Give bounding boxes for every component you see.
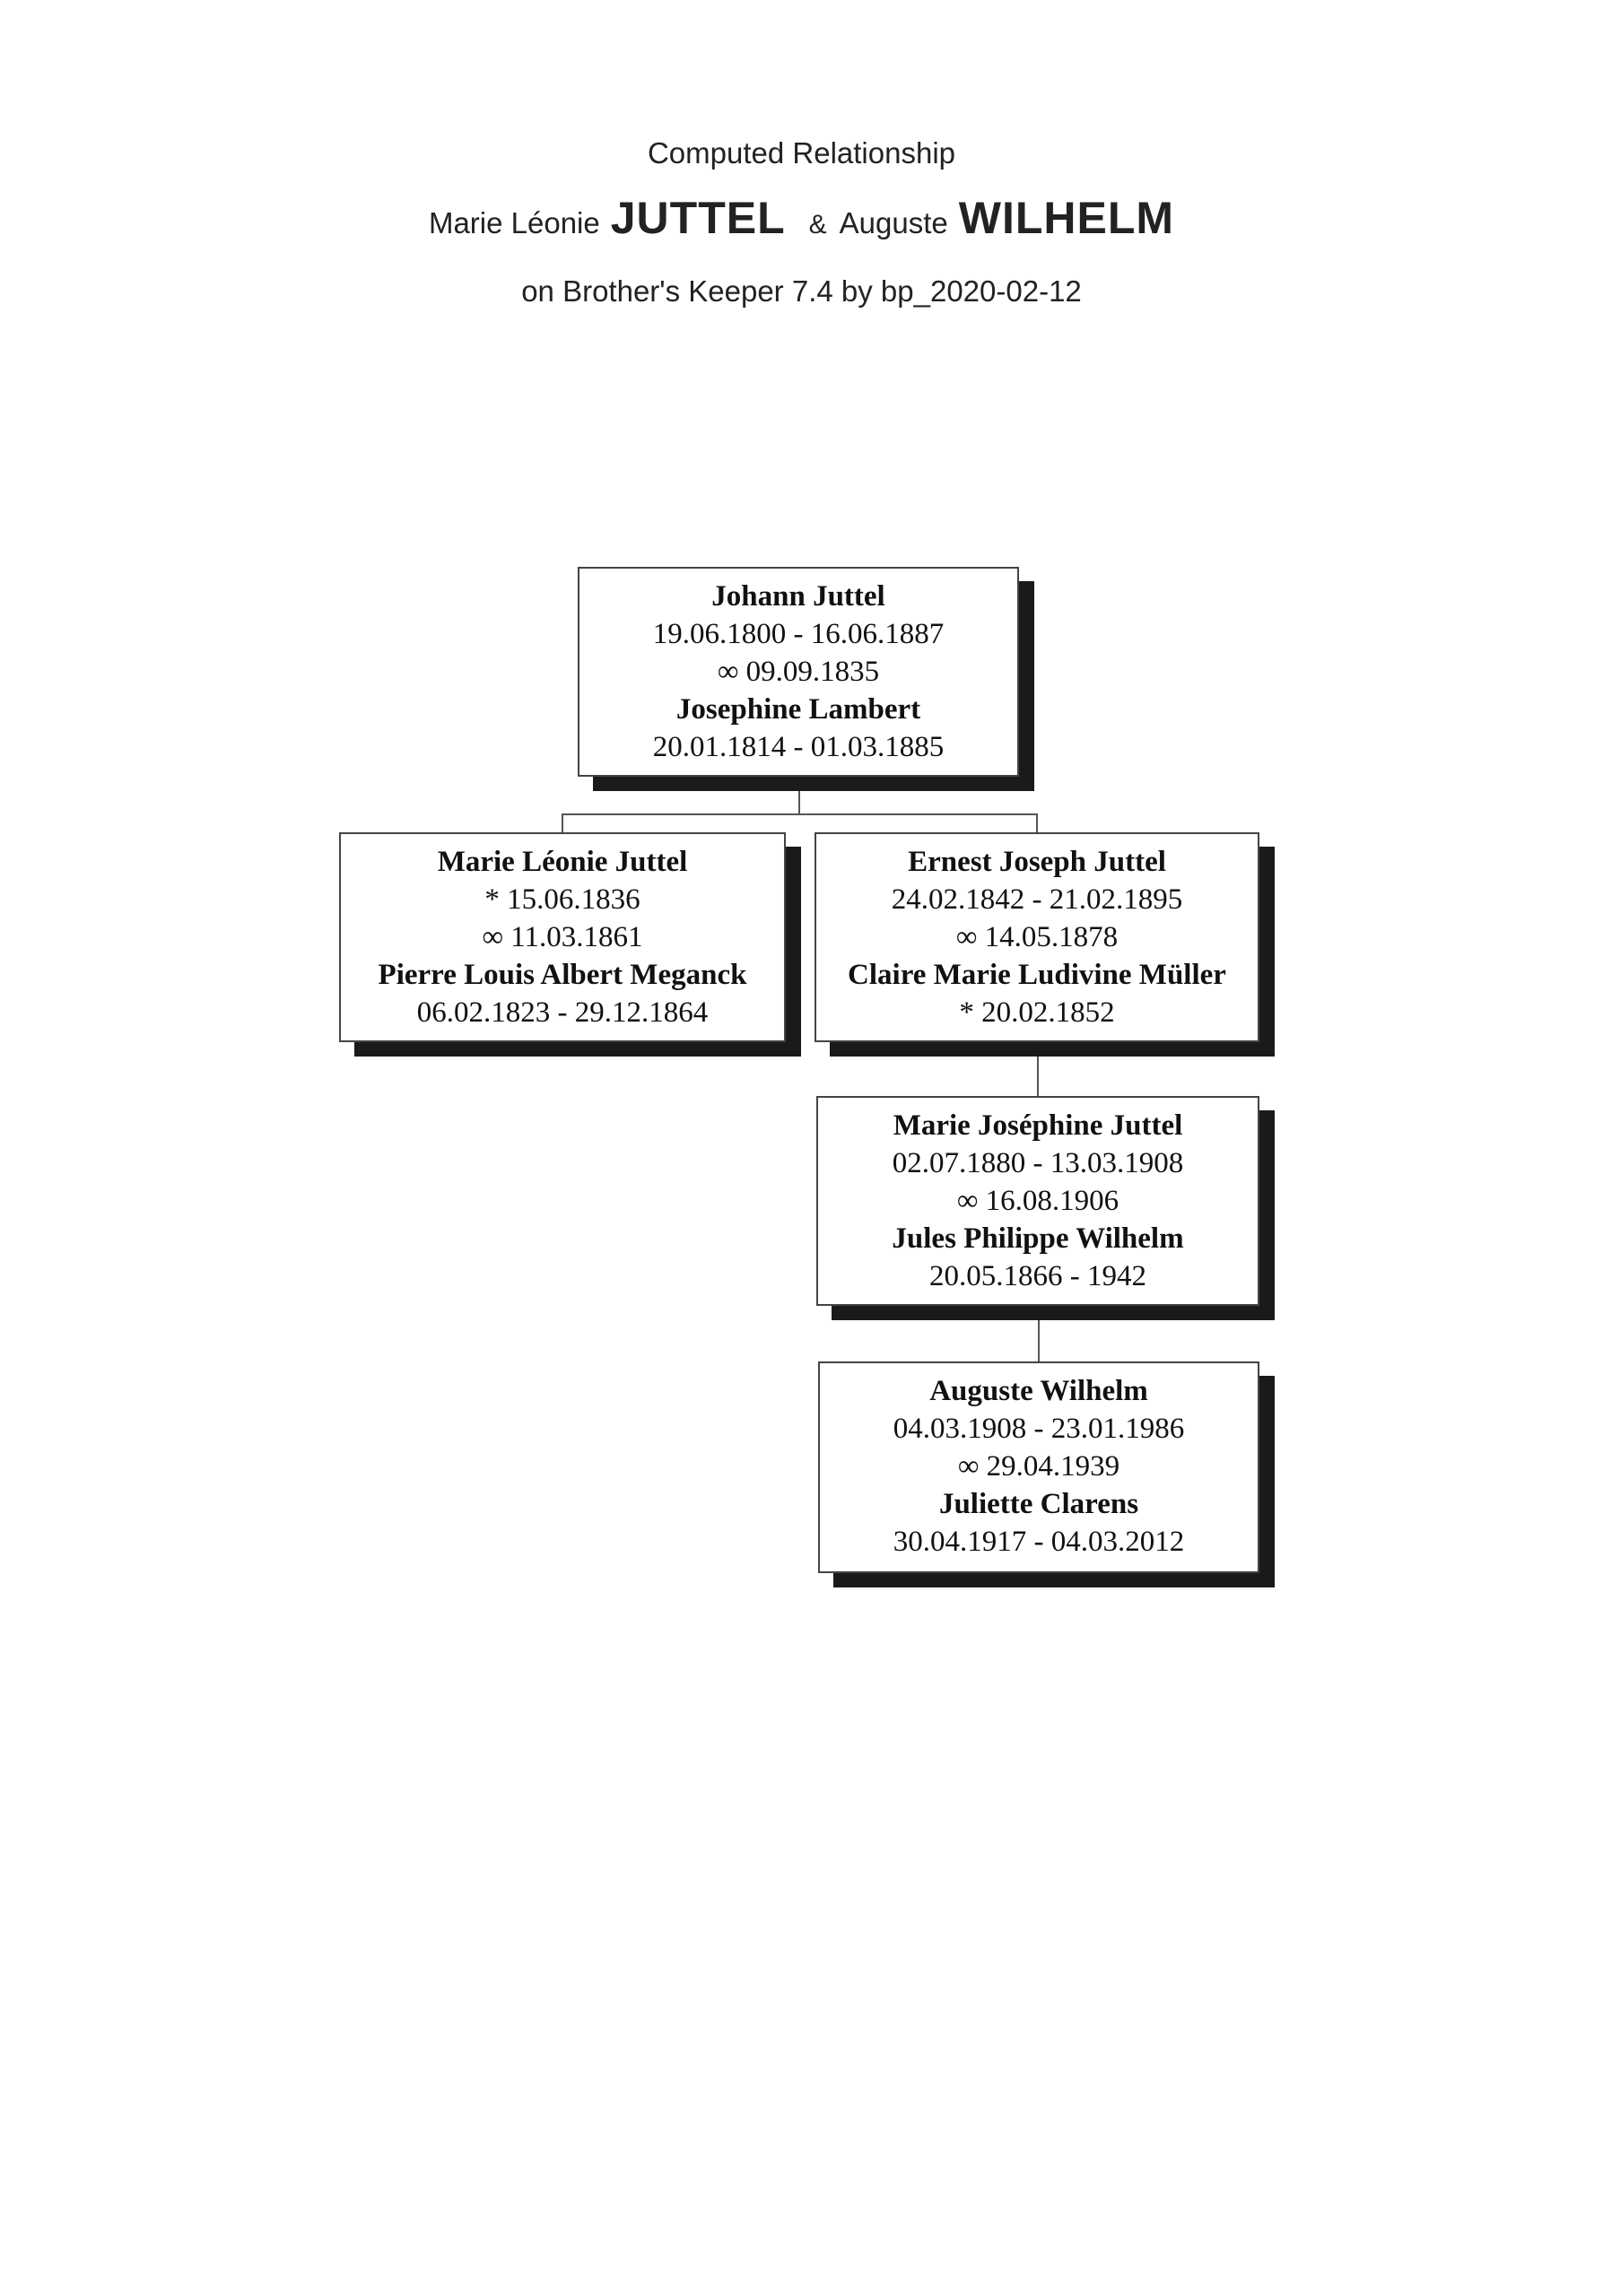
- person1-surname: JUTTEL: [610, 193, 786, 243]
- person-box-johann-juttel: Johann Juttel 19.06.1800 - 16.06.1887 ∞ …: [578, 567, 1019, 777]
- spouse-dates: 30.04.1917 - 04.03.2012: [893, 1526, 1185, 1558]
- spouse-dates: 06.02.1823 - 29.12.1864: [416, 996, 709, 1029]
- person2-given-name: Auguste: [839, 206, 948, 239]
- spouse-name: Pierre Louis Albert Meganck: [378, 959, 747, 991]
- spouse-name: Juliette Clarens: [938, 1488, 1139, 1520]
- ampersand: &: [808, 210, 827, 239]
- spouse-dates: 20.05.1866 - 1942: [929, 1260, 1146, 1292]
- person-box-ernest-joseph-juttel: Ernest Joseph Juttel 24.02.1842 - 21.02.…: [815, 832, 1259, 1042]
- person-name: Ernest Joseph Juttel: [908, 846, 1166, 878]
- person-dates: 19.06.1800 - 16.06.1887: [652, 618, 945, 650]
- person-name: Johann Juttel: [711, 580, 885, 613]
- person-name: Auguste Wilhelm: [929, 1375, 1148, 1407]
- page-title: Computed Relationship: [647, 136, 956, 170]
- person-dates: 04.03.1908 - 23.01.1986: [893, 1413, 1185, 1445]
- connector-sibling-bar: [562, 813, 1037, 815]
- marriage-date: ∞ 16.08.1906: [956, 1185, 1119, 1217]
- source-line: on Brother's Keeper 7.4 by bp_2020-02-12: [521, 274, 1082, 308]
- connector-ernest-up: [1036, 813, 1038, 833]
- spouse-name: Josephine Lambert: [675, 693, 921, 726]
- person-dates: * 15.06.1836: [484, 883, 640, 916]
- person-name: Marie Léonie Juttel: [437, 846, 688, 878]
- marriage-date: ∞ 11.03.1861: [482, 921, 643, 953]
- marriage-date: ∞ 14.05.1878: [955, 921, 1119, 953]
- relationship-names: Marie Léonie JUTTEL&Auguste WILHELM: [0, 192, 1603, 244]
- person-dates: 02.07.1880 - 13.03.1908: [892, 1147, 1184, 1179]
- spouse-dates: 20.01.1814 - 01.03.1885: [652, 731, 945, 763]
- person1-given-name: Marie Léonie: [428, 206, 600, 239]
- person-box-auguste-wilhelm: Auguste Wilhelm 04.03.1908 - 23.01.1986 …: [818, 1361, 1259, 1573]
- connector-johann-down: [798, 777, 800, 814]
- person-box-marie-josephine-juttel: Marie Joséphine Juttel 02.07.1880 - 13.0…: [816, 1096, 1259, 1306]
- connector-ernest-to-marie-josephine: [1037, 1042, 1039, 1096]
- person-name: Marie Joséphine Juttel: [893, 1109, 1183, 1142]
- person-dates: 24.02.1842 - 21.02.1895: [891, 883, 1183, 916]
- marriage-date: ∞ 29.04.1939: [957, 1450, 1120, 1483]
- connector-marie-leonie-up: [562, 813, 563, 833]
- marriage-date: ∞ 09.09.1835: [717, 656, 880, 688]
- spouse-dates: * 20.02.1852: [959, 996, 1115, 1029]
- spouse-name: Jules Philippe Wilhelm: [892, 1222, 1184, 1255]
- connector-marie-josephine-to-auguste: [1038, 1306, 1040, 1361]
- person2-surname: WILHELM: [958, 193, 1175, 243]
- person-box-marie-leonie-juttel: Marie Léonie Juttel * 15.06.1836 ∞ 11.03…: [339, 832, 786, 1042]
- spouse-name: Claire Marie Ludivine Müller: [848, 959, 1226, 991]
